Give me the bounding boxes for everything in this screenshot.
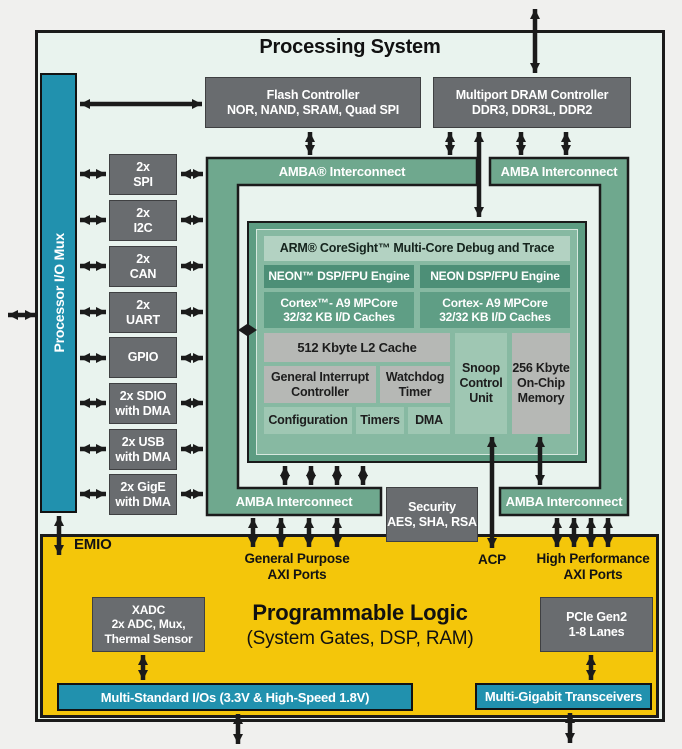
cortex-right-line1: Cortex- A9 MPCore (442, 295, 548, 310)
configuration-block: Configuration (264, 407, 352, 434)
gp-axi-line1: General Purpose (244, 551, 350, 566)
snoop-line2: Control (459, 376, 503, 391)
neon-right-block: NEON DSP/FPU Engine (420, 265, 570, 288)
peripheral-line: GPIO (127, 350, 159, 364)
multi-standard-ios-bar: Multi-Standard I/Os (3.3V & High-Speed 1… (57, 683, 413, 711)
security-block: Security AES, SHA, RSA (386, 487, 478, 542)
hp-axi-ports-label: High Performance AXI Ports (523, 551, 663, 583)
security-line2: AES, SHA, RSA (387, 514, 477, 529)
ocm-line2: On-Chip (517, 376, 565, 391)
multi-gigabit-transceivers-bar: Multi-Gigabit Transceivers (475, 683, 652, 710)
dram-controller-block: Multiport DRAM Controller DDR3, DDR3L, D… (433, 77, 631, 128)
flash-controller-line2: NOR, NAND, SRAM, Quad SPI (226, 102, 400, 117)
neon-left-block: NEON™ DSP/FPU Engine (264, 265, 414, 288)
watchdog-line2: Timer (398, 384, 432, 399)
cortex-left-block: Cortex™- A9 MPCore 32/32 KB I/D Caches (264, 292, 414, 328)
snoop-control-unit-block: Snoop Control Unit (455, 333, 507, 434)
xadc-line1: XADC (131, 602, 166, 617)
emio-label: EMIO (74, 536, 112, 553)
pcie-block: PCIe Gen2 1-8 Lanes (540, 597, 653, 652)
peripheral-i2c-block: 2x I2C (109, 200, 177, 241)
peripheral-gige-block: 2x GigE with DMA (109, 474, 177, 515)
peripheral-gpio-block: GPIO (109, 337, 177, 378)
peripheral-line: UART (126, 312, 160, 327)
peripheral-line: 2x GigE (120, 479, 166, 494)
peripheral-line: 2x (136, 251, 150, 266)
gp-axi-line2: AXI Ports (267, 567, 327, 582)
peripheral-line: 2x (136, 205, 150, 220)
gic-line2: Controller (291, 384, 349, 399)
gic-line1: General Interrupt (270, 369, 369, 384)
peripheral-uart-block: 2x UART (109, 292, 177, 333)
programmable-logic-title: Programmable Logic (252, 600, 468, 625)
peripheral-line: 2x (136, 297, 150, 312)
hp-axi-line2: AXI Ports (563, 567, 623, 582)
pcie-line2: 1-8 Lanes (568, 624, 625, 639)
xadc-line2: 2x ADC, Mux, (111, 617, 186, 632)
flash-controller-line1: Flash Controller (266, 87, 360, 102)
hp-axi-line1: High Performance (536, 551, 650, 566)
on-chip-memory-block: 256 Kbyte On-Chip Memory (512, 333, 570, 434)
processor-io-mux-bar: Processor I/O Mux (40, 73, 77, 513)
dma-block: DMA (408, 407, 450, 434)
cortex-left-line1: Cortex™- A9 MPCore (280, 295, 398, 310)
processor-io-mux-label: Processor I/O Mux (50, 233, 67, 353)
snoop-line3: Unit (469, 390, 493, 405)
peripheral-line: 2x (136, 159, 150, 174)
peripheral-line: 2x SDIO (119, 388, 167, 403)
ocm-line1: 256 Kbyte (512, 361, 570, 376)
dram-controller-line1: Multiport DRAM Controller (455, 87, 609, 102)
l2-cache-block: 512 Kbyte L2 Cache (264, 333, 450, 362)
programmable-logic-subtitle: (System Gates, DSP, RAM) (246, 628, 474, 649)
cortex-right-line2: 32/32 KB I/D Caches (439, 310, 551, 324)
timers-block: Timers (356, 407, 404, 434)
cortex-left-line2: 32/32 KB I/D Caches (283, 310, 395, 324)
acp-label: ACP (478, 552, 506, 567)
processing-system-title: Processing System (259, 36, 441, 58)
peripheral-line: SPI (133, 174, 153, 189)
pcie-line1: PCIe Gen2 (566, 609, 627, 624)
flash-controller-block: Flash Controller NOR, NAND, SRAM, Quad S… (205, 77, 421, 128)
peripheral-line: I2C (133, 220, 153, 235)
ocm-line3: Memory (517, 390, 565, 405)
dram-controller-line2: DDR3, DDR3L, DDR2 (471, 102, 593, 117)
xadc-block: XADC 2x ADC, Mux, Thermal Sensor (92, 597, 205, 652)
watchdog-block: Watchdog Timer (380, 366, 450, 403)
coresight-block: ARM® CoreSight™ Multi-Core Debug and Tra… (264, 236, 570, 261)
peripheral-line: 2x USB (121, 434, 165, 449)
watchdog-line1: Watchdog (385, 369, 445, 384)
peripheral-sdio-block: 2x SDIO with DMA (109, 383, 177, 424)
gic-block: General Interrupt Controller (264, 366, 376, 403)
peripheral-spi-block: 2x SPI (109, 154, 177, 195)
peripheral-usb-block: 2x USB with DMA (109, 429, 177, 470)
peripheral-line: CAN (129, 266, 157, 281)
snoop-line1: Snoop (462, 361, 500, 376)
gp-axi-ports-label: General Purpose AXI Ports (227, 551, 367, 583)
security-line1: Security (408, 499, 456, 514)
peripheral-can-block: 2x CAN (109, 246, 177, 287)
peripheral-line: with DMA (115, 403, 171, 418)
amba-bracket-right (488, 156, 630, 517)
peripheral-line: with DMA (115, 494, 171, 509)
xadc-line3: Thermal Sensor (104, 631, 193, 646)
cortex-right-block: Cortex- A9 MPCore 32/32 KB I/D Caches (420, 292, 570, 328)
peripheral-line: with DMA (115, 449, 171, 464)
